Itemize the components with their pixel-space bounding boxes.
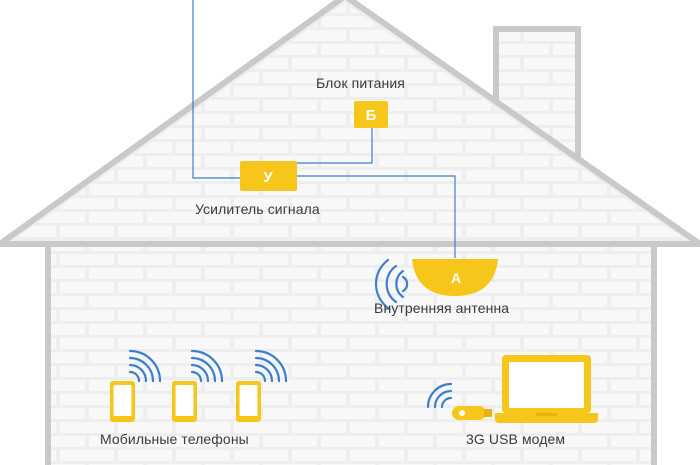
internal-antenna: А — [412, 259, 498, 296]
antenna-cable — [297, 175, 456, 258]
wifi-waves-icon — [128, 349, 162, 383]
mobile-phone-3 — [236, 349, 288, 422]
mobile-phone-2 — [172, 349, 224, 422]
signal-cables — [192, 0, 456, 258]
power-unit: Б — [354, 101, 388, 128]
wifi-waves-icon — [254, 349, 288, 383]
internal-antenna-label: Внутренняя антенна — [374, 300, 510, 316]
mobile-phones-label: Мобильные телефоны — [100, 431, 249, 447]
amplifier: У — [240, 161, 297, 191]
usb-modem-waves-icon — [426, 382, 453, 409]
power-unit-label: Блок питания — [316, 75, 405, 91]
mobile-phone-1 — [110, 349, 162, 422]
antenna-waves-icon — [374, 258, 409, 310]
usb-modem — [426, 382, 492, 420]
roof — [0, 0, 700, 247]
amplifier-letter: У — [263, 169, 273, 186]
usb-modem-label: 3G USB модем — [466, 431, 566, 447]
wifi-waves-icon — [190, 349, 224, 383]
outdoor-antenna-cable — [192, 0, 240, 179]
antenna-letter: А — [451, 270, 461, 286]
amplifier-label: Усилитель сигнала — [195, 201, 320, 217]
power-cable — [297, 128, 373, 164]
power-unit-letter: Б — [366, 107, 377, 124]
house-wall — [45, 241, 657, 465]
laptop-icon — [495, 355, 598, 423]
